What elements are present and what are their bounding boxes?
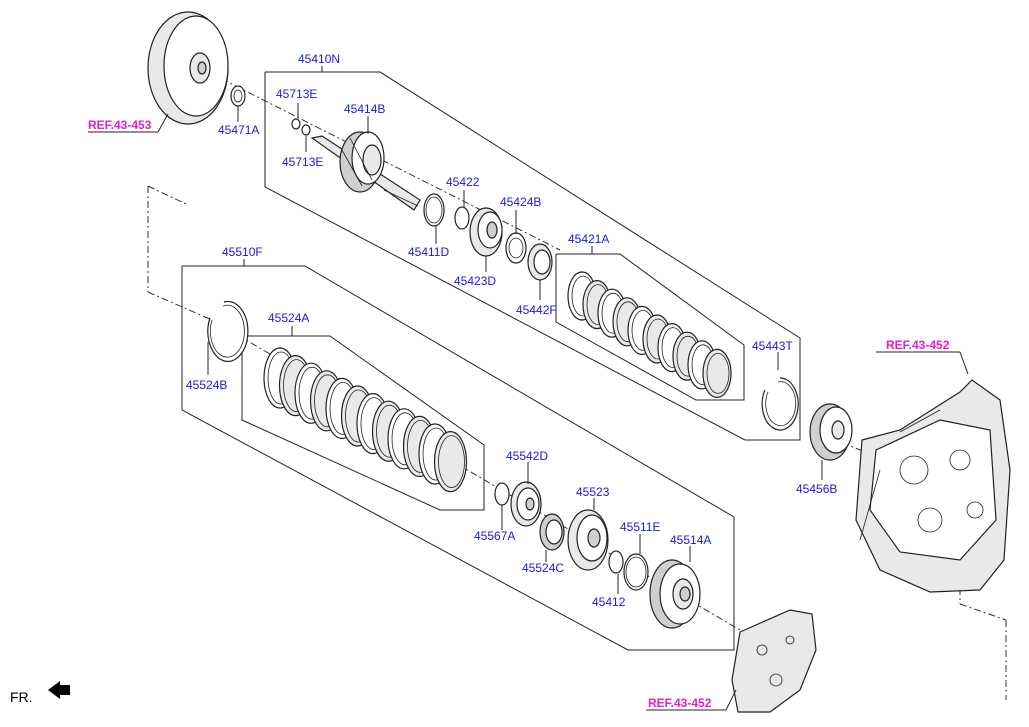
ref-link-43-453[interactable]: REF.43-453	[88, 118, 152, 132]
plate-45442F-part	[527, 243, 553, 281]
ring-45567A-part	[494, 482, 510, 506]
group-45510F-outline	[181, 259, 735, 651]
front-direction-label: FR.	[10, 689, 33, 705]
reference-labels[interactable]: REF.43-453 REF.43-452 REF.43-452	[88, 118, 950, 710]
transmission-case-part	[855, 379, 1011, 593]
ref-link-43-452-bottom[interactable]: REF.43-452	[648, 696, 712, 710]
clutch-plate	[433, 431, 468, 493]
clutch-pack-45524A-part	[263, 347, 468, 493]
front-direction-arrow-icon	[48, 681, 70, 699]
clutch-plate	[702, 348, 732, 398]
label-45412: 45412	[592, 595, 626, 609]
snap-ring-45443T-part	[761, 377, 799, 431]
subgroup-45421A-outline	[555, 246, 745, 401]
ring-45411D-part	[423, 193, 445, 227]
label-45471A: 45471A	[218, 123, 259, 137]
ring-45471A-part	[230, 85, 246, 107]
label-45524C: 45524C	[522, 561, 564, 575]
label-45514A: 45514A	[670, 533, 711, 547]
shaft-45414B-part	[310, 131, 421, 211]
clutch-plate-inner	[706, 352, 730, 394]
hub-45514A-part	[649, 559, 701, 629]
gear-45524C-part	[539, 513, 565, 551]
label-45422: 45422	[446, 175, 480, 189]
ring-45422-part	[454, 206, 470, 230]
piston-45542D-part	[510, 481, 542, 527]
clutch-plate-inner	[438, 435, 465, 489]
label-45423D: 45423D	[454, 274, 496, 288]
rear-cover-part	[731, 609, 817, 713]
gear-45456B-part	[809, 403, 853, 461]
clutch-pack-45421A-part	[567, 271, 732, 398]
label-45421A: 45421A	[568, 232, 609, 246]
snap-ring-45524B-part	[207, 300, 249, 362]
label-45456B: 45456B	[796, 482, 837, 496]
label-45424B: 45424B	[500, 195, 541, 209]
label-45414B: 45414B	[344, 102, 385, 116]
retainer-45523-part	[567, 509, 609, 571]
part-labels: 45410N 45713E 45713E 45414B 45471A 45422…	[186, 52, 837, 609]
group-45410N-outline	[264, 66, 801, 441]
label-45411D: 45411D	[408, 245, 449, 259]
subgroup-45524A-outline	[241, 326, 485, 511]
label-45410N: 45410N	[298, 52, 340, 66]
ring-45412-part	[608, 550, 624, 574]
label-45567A: 45567A	[474, 529, 515, 543]
ring-45511E-part	[623, 553, 649, 591]
label-45524A: 45524A	[268, 311, 309, 325]
label-45511E: 45511E	[620, 520, 660, 534]
label-45523: 45523	[576, 485, 610, 499]
label-45443T: 45443T	[752, 339, 793, 353]
piston-45423D-part	[469, 207, 503, 257]
label-45510F: 45510F	[222, 245, 263, 259]
label-45442F: 45442F	[516, 303, 557, 317]
label-45524B: 45524B	[186, 378, 227, 392]
rings-45713E-part	[291, 118, 311, 136]
leader-lines	[88, 103, 969, 711]
label-45713E-lower: 45713E	[282, 155, 323, 169]
torque-converter-part	[147, 11, 229, 125]
label-45542D: 45542D	[506, 449, 548, 463]
label-45713E-upper: 45713E	[276, 87, 317, 101]
bearing-45424B-part	[505, 232, 527, 264]
ref-link-43-452-top[interactable]: REF.43-452	[886, 338, 950, 352]
